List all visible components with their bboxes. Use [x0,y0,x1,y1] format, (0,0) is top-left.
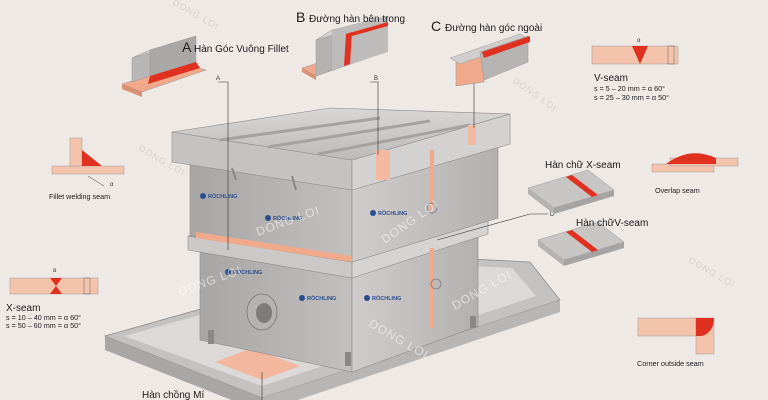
upper-seam-b [376,150,390,180]
detail-x-seam-3d: Hàn chữ X-seam [527,160,621,214]
label-v-seam-vn: Hàn chữV-seam [576,218,648,229]
label-v-seam-title: V-seam [594,73,628,84]
brand-logo-4: RÖCHLING [233,269,262,276]
label-a-text: Hàn Góc Vuông Fillet [194,44,289,55]
detail-corner-outside: Corner outside seam [637,317,715,368]
watermark-9: DONG LOI [687,255,737,290]
detail-c-outside: C Đường hàn góc ngoài [431,18,542,87]
brand-logo-1: RÖCHLING [208,193,237,200]
detail-b-inside: B Đường hàn bên trong [296,9,405,80]
label-overlap-vn: Hàn chồng Mí [142,389,204,400]
label-x-seam-vn: Hàn chữ X-seam [545,160,621,171]
detail-v-seam-3d: Hàn chữV-seam [537,218,648,266]
label-x-seam-line2: s = 50 – 60 mm = α 50° [6,321,81,330]
brand-logo-2: RÖCHLING [273,215,302,222]
label-v-seam-line1: s = 5 – 20 mm = α 60° [594,84,665,93]
lower-seam-strip [430,248,434,328]
marker-b: B [374,76,378,82]
upper-tank [171,107,511,263]
detail-v-seam: α V-seam s = 5 – 20 mm = α 60° s = 25 – … [591,38,679,102]
label-corner-outside: Corner outside seam [637,359,704,368]
marker-a: A [216,76,220,82]
watermark-8: DONG LOI [171,0,221,32]
label-c-letter: C [431,18,441,34]
marker-d: D [550,212,555,218]
upper-seam-strip [430,150,434,210]
label-overlap: Overlap seam [655,186,700,195]
upper-seam-c [468,125,476,145]
label-x-seam-title: X-seam [6,303,40,314]
brand-logo-5: RÖCHLING [307,295,336,302]
fillet-a-dim: α [110,182,114,188]
label-b-letter: B [296,9,305,25]
label-v-seam-line2: s = 25 – 30 mm = α 50° [594,93,669,102]
brand-badges: RÖCHLING RÖCHLING RÖCHLING RÖCHLING RÖCH… [200,193,442,302]
detail-a-fillet: A Hàn Góc Vuông Fillet [121,35,289,97]
label-b-text: Đường hàn bên trong [309,14,405,25]
label-fillet-seam: Fillet welding seam [49,192,110,201]
tray-seam [215,348,300,380]
label-a-letter: A [182,39,192,55]
detail-overlap-seam: Overlap seam [651,153,739,195]
brand-logo-3: RÖCHLING [378,210,407,217]
mid-seam-strip [196,232,352,262]
detail-fillet-seam: α Fillet welding seam [49,137,125,201]
x-seam-a-dim: α [53,268,57,274]
label-x-seam-line1: s = 10 – 40 mm = α 60° [6,313,81,322]
label-c-text: Đường hàn góc ngoài [445,23,542,34]
watermark-6: DONG LOI [511,75,559,113]
brand-logo-6: RÖCHLING [372,295,401,302]
v-seam-a-dim: α [637,38,641,44]
detail-x-seam: α X-seam s = 10 – 40 mm = α 60° s = 50 –… [6,268,99,330]
